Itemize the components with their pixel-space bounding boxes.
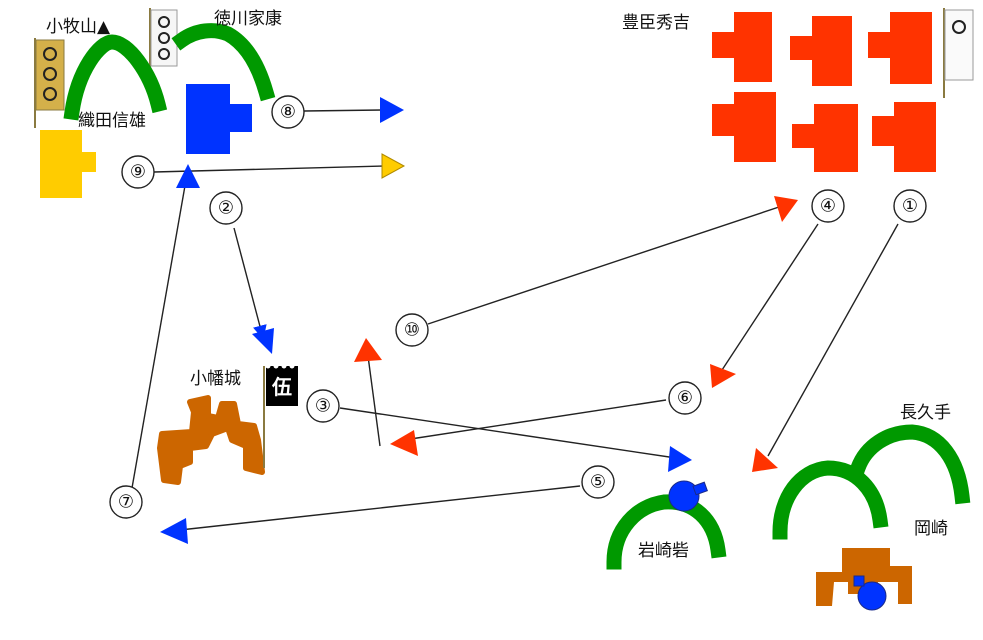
obata-flag: 伍 (263, 363, 298, 468)
nagakute-hill-left (772, 460, 889, 540)
obata-castle (157, 395, 265, 485)
tokugawa-banner (149, 8, 178, 80)
nagakute-hill-right (848, 424, 971, 505)
label-iwasaki: 岩崎砦 (638, 541, 689, 561)
hideyoshi-unit-3 (868, 12, 932, 84)
label-okazaki: 岡崎 (914, 519, 948, 539)
marker-2: ② (218, 198, 234, 219)
mon-icon (952, 20, 966, 34)
hideyoshi-unit-5 (792, 104, 858, 172)
arrowhead-3 (668, 446, 692, 472)
marker-9: ⑨ (130, 162, 146, 183)
hideyoshi-unit-4 (712, 92, 776, 162)
marker-5: ⑤ (590, 472, 606, 493)
arrow-line-3 (339, 407, 677, 459)
marker-3: ③ (315, 396, 331, 417)
oda-unit (40, 130, 96, 198)
arrowhead-2 (252, 328, 274, 354)
okazaki-cannon-icon (853, 575, 887, 611)
arrow-lines (131, 109, 899, 531)
labels: 小牧山▲ 徳川家康 織田信雄 豊臣秀吉 小幡城 長久手 岡崎 岩崎砦 (46, 9, 951, 561)
arrow-line-9 (153, 165, 385, 173)
hideyoshi-banner (943, 8, 974, 98)
arrow-line-8 (303, 109, 383, 112)
marker-10: ⑩ (404, 320, 420, 341)
arrowhead-red-up (354, 338, 382, 362)
label-oda: 織田信雄 (78, 111, 146, 131)
hideyoshi-units (712, 12, 936, 172)
label-komakiyama: 小牧山▲ (46, 17, 111, 37)
arrow-line-2 (233, 227, 267, 340)
iwasaki-hill (606, 494, 727, 570)
marker-4: ④ (820, 196, 836, 217)
komakiyama-hill (63, 34, 168, 121)
arrow-line-7 (131, 179, 187, 489)
komakiyama-banner (34, 38, 65, 128)
mon-icon (158, 48, 170, 60)
iwasaki-cannon-icon (668, 480, 708, 512)
label-nagakute: 長久手 (900, 403, 951, 423)
arrowhead-6 (390, 430, 418, 456)
arrowhead-4 (710, 364, 736, 388)
markers: ① ② ③ ④ ⑤ ⑥ ⑦ ⑧ ⑨ ⑩ (109, 95, 927, 519)
mon-icon (43, 87, 57, 101)
flag-glyph: 伍 (271, 375, 292, 399)
mon-icon (158, 32, 170, 44)
arrow-line-10 (427, 205, 783, 325)
mon-icon (158, 16, 170, 28)
arrow-line-5 (179, 485, 581, 531)
label-hideyoshi: 豊臣秀吉 (622, 13, 690, 33)
arrowheads (160, 97, 798, 544)
arrowhead-5 (160, 518, 188, 544)
marker-1: ① (902, 196, 918, 217)
marker-7: ⑦ (118, 492, 134, 513)
arrow-line-4 (721, 223, 819, 371)
marker-8: ⑧ (280, 102, 296, 123)
label-obata: 小幡城 (190, 369, 241, 389)
arrowhead-1 (752, 448, 778, 472)
tokugawa-unit (186, 84, 252, 154)
hideyoshi-unit-1 (712, 12, 772, 82)
arrowhead-9 (381, 153, 406, 179)
label-tokugawa: 徳川家康 (214, 9, 282, 29)
hideyoshi-unit-2 (790, 16, 852, 86)
arrow-line-red-up (367, 355, 381, 447)
arrow-line-6 (403, 399, 667, 441)
mon-icon (43, 47, 57, 61)
tokugawa-hill (171, 23, 276, 102)
arrowhead-8 (380, 97, 404, 123)
arrowhead-7 (176, 164, 200, 188)
mon-icon (43, 67, 57, 81)
arrowhead-10 (774, 196, 798, 222)
arrow-line-1 (767, 223, 899, 457)
hideyoshi-unit-6 (872, 102, 936, 172)
marker-6: ⑥ (677, 388, 693, 409)
